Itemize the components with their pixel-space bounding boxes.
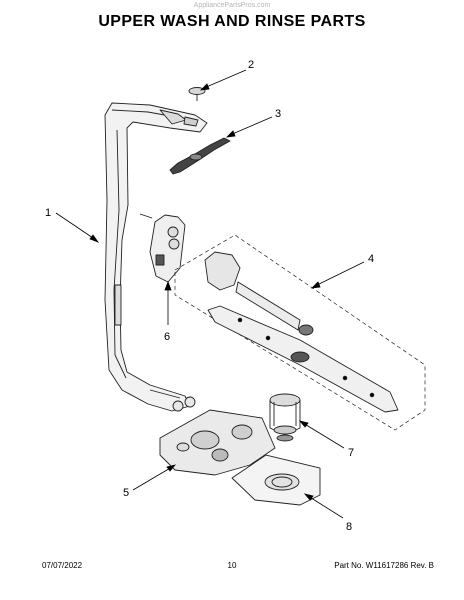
- callout-1: 1: [45, 207, 51, 219]
- part-7-filter: [269, 393, 301, 442]
- callout-4: 4: [368, 253, 374, 265]
- callout-5: 5: [123, 487, 129, 499]
- watermark: AppliancePartsPros.com: [193, 2, 271, 9]
- callout-3: 3: [275, 108, 281, 120]
- part-1-upper-wash-tube: [104, 102, 208, 412]
- footer-part-info: Part No. W11617286 Rev. B: [334, 561, 434, 570]
- callout-leaders: [55, 69, 365, 519]
- part-4-lower-spray-arm: [174, 234, 426, 431]
- callout-8: 8: [346, 521, 352, 533]
- footer-page-number: 10: [227, 561, 237, 570]
- page-title: UPPER WASH AND RINSE PARTS: [98, 13, 366, 30]
- callout-6: 6: [164, 331, 170, 343]
- callout-numbers: 1 2 3 4 5 6 7 8: [45, 59, 374, 533]
- part-3-spray-arm: [169, 137, 231, 175]
- footer-date: 07/07/2022: [42, 561, 83, 570]
- part-2-cap: [188, 87, 206, 101]
- part-8-gasket-plate: [231, 454, 321, 506]
- callout-7: 7: [348, 447, 354, 459]
- part-5-base-manifold: [159, 409, 276, 476]
- callout-2: 2: [248, 59, 254, 71]
- part-6-manifold: [139, 213, 186, 283]
